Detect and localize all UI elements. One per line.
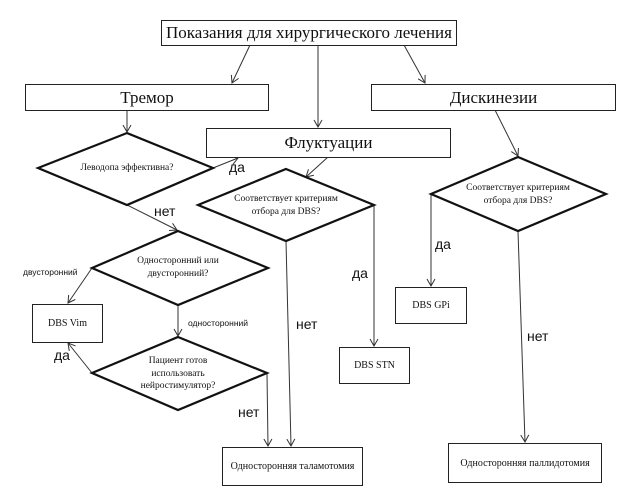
arrow-dysk-to-criteria [494,109,519,157]
decision-laterality-shape [89,229,271,307]
outcome-dbs-gpi: DBS GPi [395,287,467,324]
outcome-pallidotomy: Односторонняя паллидотомия [448,443,602,483]
label-dysk-no: нет [527,328,549,344]
arrow-levodopa-no [126,204,178,231]
arrow-title-to-tremor [230,44,251,84]
outcome-dbs-stn: DBS STN [339,347,410,384]
decision-neurostim-shape [89,335,270,412]
decision-dysk-criteria: Соответствует критериям отбора для DBS? [466,183,570,206]
arrow-neurostim-no [263,372,273,448]
label-bilateral: двусторонний [23,267,78,277]
arrow-bilateral [67,267,93,304]
decision-fluct-criteria-shape [195,167,377,243]
decision-laterality: Односторонний или двусторонний? [137,256,219,279]
title-box: Показания для хирургического лечения [161,20,457,46]
label-unilateral: односторонний [188,318,249,328]
label-dysk-yes: да [435,236,451,252]
decision-dysk-criteria-shape [428,155,609,233]
decision-levodopa: Леводопа эффективна? [80,162,174,173]
decision-neurostim: Пациент готов использовать нейростимулят… [140,355,216,392]
outcome-dbs-vim: DBS Vim [32,304,103,343]
label-neurostim-no: нет [238,404,260,420]
category-tremor: Тремор [25,84,269,111]
outcome-thalamotomy: Односторонняя таламотомия [222,447,363,486]
label-levodopa-no: нет [154,203,176,219]
label-levodopa-yes: да [229,159,245,175]
arrow-fluct-no [285,240,296,448]
decision-levodopa-shape [35,131,216,207]
arrow-dysk-no [517,230,530,444]
category-dyskinesias: Дискинезии [371,84,616,111]
category-fluctuations: Флуктуации [206,128,451,158]
arrow-neurostim-yes [67,342,93,374]
arrow-levodopa-yes [212,156,239,169]
decision-fluct-criteria: Соответствует критериям отбора для DBS? [234,194,338,217]
label-fluct-yes: да [352,265,368,281]
arrow-title-to-dyskinesias [403,44,426,84]
label-fluct-no: нет [296,316,318,332]
label-neurostim-yes: да [54,347,70,363]
arrow-fluct-to-criteria [305,156,329,178]
